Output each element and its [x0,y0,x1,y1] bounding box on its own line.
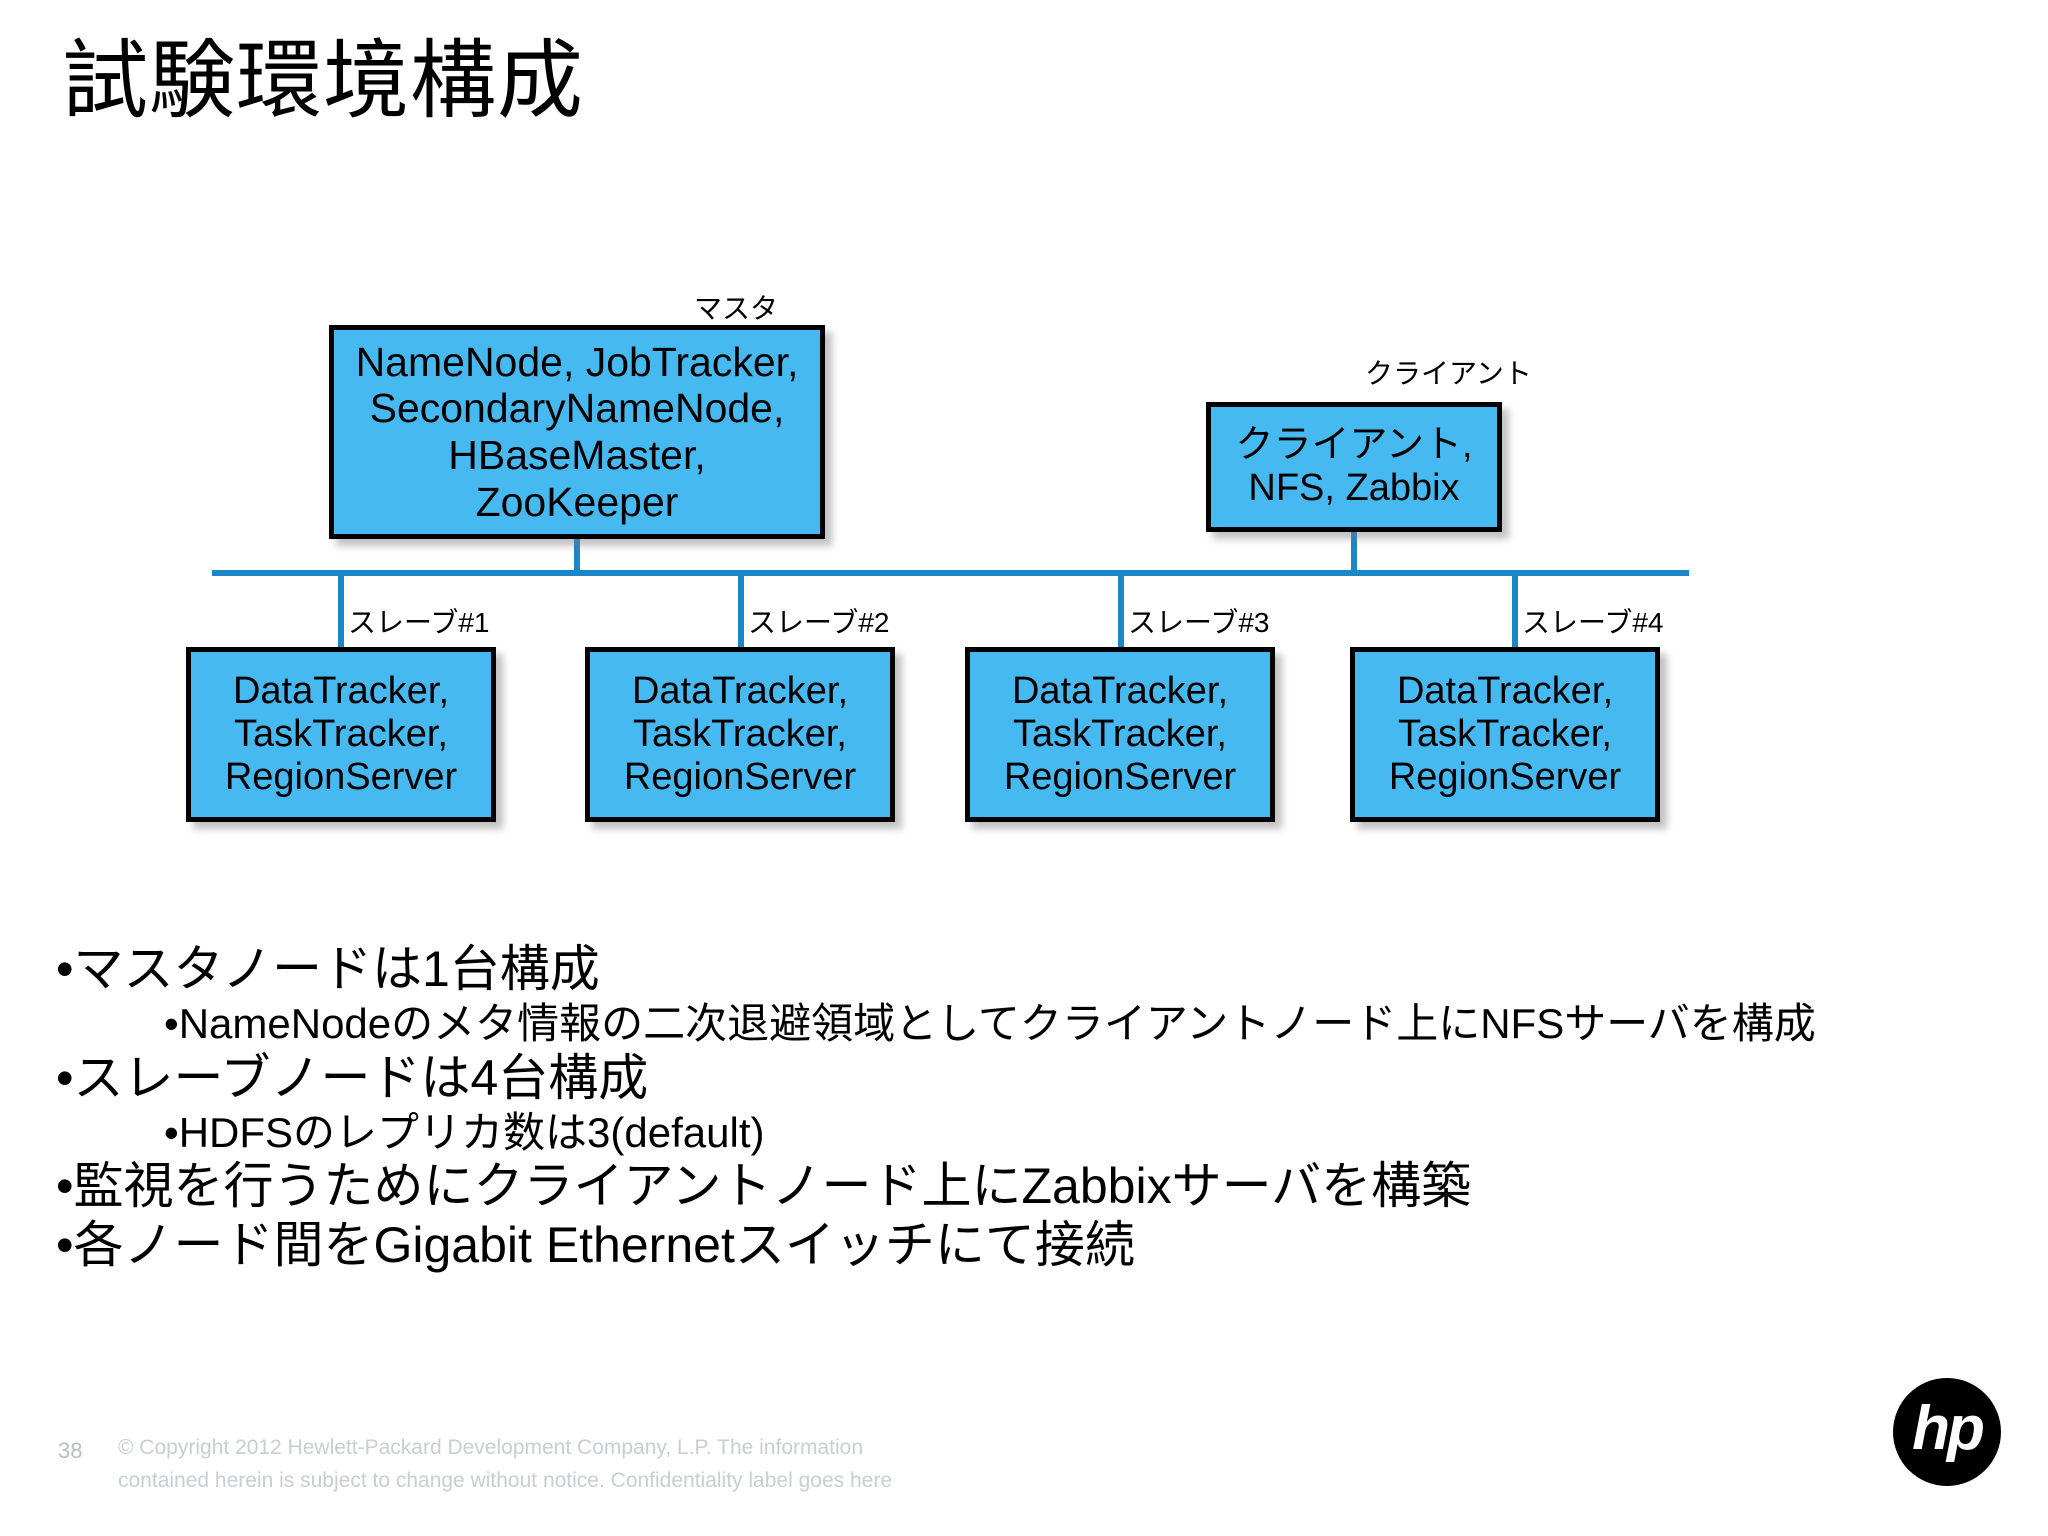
client-node-box: クライアント, NFS, Zabbix [1206,402,1502,532]
slave-node-box-2: DataTracker, TaskTracker, RegionServer [585,647,895,822]
bullet-item: •スレーブノードは4台構成 [56,1049,649,1106]
slave-node-3-caption: スレーブ#3 [1128,607,1270,638]
architecture-diagram: マスタ クライアント スレーブ#1 スレーブ#2 スレーブ#3 スレーブ#4 N… [186,293,1689,822]
network-bus-line [212,570,1689,576]
connector-bus-to-slave-2 [738,572,744,652]
hp-logo-text: hp [1912,1394,1985,1463]
master-node-caption: マスタ [694,293,779,324]
connector-bus-to-slave-4 [1512,572,1518,652]
client-line-2: NFS, Zabbix [1248,467,1460,509]
hp-logo: hp [1893,1378,2001,1486]
master-line-4: ZooKeeper [475,478,679,525]
master-line-3: HBaseMaster, [448,432,706,478]
master-line-1: NameNode, JobTracker, [355,338,799,385]
slave-node-4-label: DataTracker, TaskTracker, RegionServer [1389,670,1621,800]
connector-master-to-bus [574,535,580,575]
copyright-line-2: contained herein is subject to change wi… [118,1468,892,1492]
slave-node-2-caption: スレーブ#2 [748,607,890,638]
client-node-label: クライアント, NFS, Zabbix [1235,424,1472,511]
slave-3-line-1: DataTracker, [1011,669,1229,712]
slave-1-line-1: DataTracker, [232,669,450,712]
connector-bus-to-slave-3 [1118,572,1124,652]
bullet-item: •HDFSのレプリカ数は3(default) [164,1108,765,1156]
client-line-1: クライアント, [1235,423,1473,466]
bullet-list: •マスタノードは1台構成 •NameNodeのメタ情報の二次退避領域としてクライ… [56,940,2016,1275]
master-node-label: NameNode, JobTracker, SecondaryNameNode,… [356,339,799,526]
slave-4-line-1: DataTracker, [1396,669,1614,712]
page-title: 試験環境構成 [62,33,584,129]
slave-1-line-2: TaskTracker, [234,712,448,755]
slave-4-line-2: TaskTracker, [1398,712,1612,755]
slave-node-4-caption: スレーブ#4 [1522,607,1664,638]
bullet-item: •マスタノードは1台構成 [56,941,600,997]
bullet-item: •NameNodeのメタ情報の二次退避領域としてクライアントノード上にNFSサー… [164,1000,1816,1047]
bullet-item: •各ノード間をGigabit Ethernetスイッチにて接続 [56,1217,1135,1274]
copyright-line-1: © Copyright 2012 Hewlett-Packard Develop… [118,1436,864,1459]
connector-client-to-bus [1351,529,1357,575]
slave-1-line-3: RegionServer [224,756,458,799]
slave-node-1-caption: スレーブ#1 [348,607,490,638]
slave-node-2-label: DataTracker, TaskTracker, RegionServer [624,670,856,800]
slave-2-line-2: TaskTracker, [633,712,847,755]
bullet-item: •監視を行うためにクライアントノード上にZabbixサーバを構築 [56,1158,1472,1215]
slave-node-box-3: DataTracker, TaskTracker, RegionServer [965,647,1275,822]
slave-3-line-3: RegionServer [1003,756,1237,799]
connector-bus-to-slave-1 [338,572,344,652]
slave-3-line-2: TaskTracker, [1013,712,1227,755]
slave-node-box-1: DataTracker, TaskTracker, RegionServer [186,647,496,822]
slave-2-line-1: DataTracker, [631,669,849,712]
slave-node-box-4: DataTracker, TaskTracker, RegionServer [1350,647,1660,822]
slave-2-line-3: RegionServer [623,756,857,799]
slave-node-3-label: DataTracker, TaskTracker, RegionServer [1004,670,1236,800]
master-node-box: NameNode, JobTracker, SecondaryNameNode,… [329,325,825,539]
slave-node-1-label: DataTracker, TaskTracker, RegionServer [225,670,457,800]
client-node-caption: クライアント [1365,358,1532,389]
slave-4-line-3: RegionServer [1388,756,1622,799]
copyright-notice: © Copyright 2012 Hewlett-Packard Develop… [118,1432,938,1497]
page-number: 38 [58,1438,83,1463]
master-line-2: SecondaryNameNode, [369,385,785,432]
